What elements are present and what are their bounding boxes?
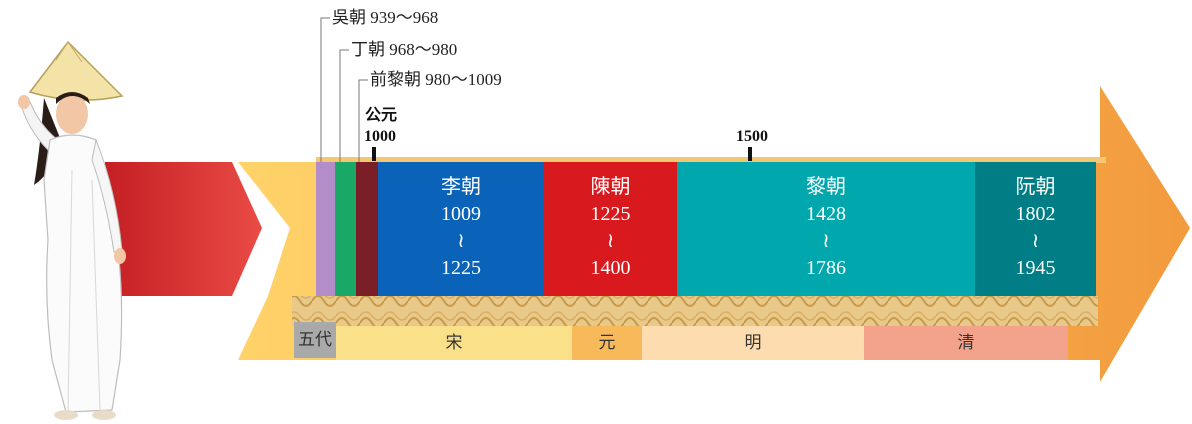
- dinh-dynasty-bar: [335, 162, 356, 296]
- china-dynasty-label: 清: [957, 333, 975, 353]
- dynasty-end: 1225: [441, 257, 481, 279]
- tick-label-1500: 1500: [736, 128, 768, 145]
- dynasty-start: 1802: [1015, 203, 1056, 225]
- era-label: 公元: [365, 105, 398, 124]
- wu-dynasty-bar: [316, 162, 335, 296]
- dynasty-sep: ≀: [1031, 230, 1040, 252]
- dynasty-name: 陳朝: [590, 176, 631, 198]
- dynasty-sep: ≀: [606, 230, 615, 252]
- nguyen-dynasty-block: 阮朝 1802 ≀ 1945: [975, 162, 1096, 296]
- callout-wu-dynasty: 吳朝 939～968: [332, 8, 439, 27]
- dynasty-end: 1400: [590, 257, 631, 279]
- dynasty-name: 阮朝: [1015, 176, 1056, 198]
- dynasty-start: 1009: [441, 203, 481, 225]
- early-le-dynasty-bar: [356, 162, 378, 296]
- dynasty-end: 1945: [1015, 257, 1056, 279]
- dynasty-name: 黎朝: [806, 176, 846, 198]
- red-arrow-tail: [105, 162, 262, 296]
- tick-label-1000: 1000: [364, 128, 396, 145]
- china-dynasty-label: 宋: [445, 333, 463, 353]
- china-qing: 清: [864, 326, 1068, 360]
- china-dynasty-label: 明: [744, 333, 762, 353]
- woman-in-ao-dai-illustration: [18, 40, 126, 420]
- callout-dinh-dynasty: 丁朝 968～980: [351, 40, 458, 59]
- dynasty-end: 1786: [806, 257, 846, 279]
- le-dynasty-block: 黎朝 1428 ≀ 1786: [677, 162, 975, 296]
- tick-1500: [748, 147, 752, 161]
- china-five-dynasties: 五代: [294, 322, 336, 358]
- tran-dynasty-block: 陳朝 1225 ≀ 1400: [544, 162, 677, 296]
- ly-dynasty-block: 李朝 1009 ≀ 1225: [378, 162, 544, 296]
- dynasty-name: 李朝: [441, 176, 481, 198]
- china-song: 宋: [336, 326, 572, 360]
- dynasty-start: 1225: [590, 203, 631, 225]
- wave-band: [292, 296, 1098, 326]
- dynasty-sep: ≀: [457, 230, 465, 252]
- dynasty-sep: ≀: [822, 230, 830, 252]
- callout-early-le-dynasty: 前黎朝 980～1009: [370, 70, 502, 89]
- china-dynasty-label: 元: [598, 333, 616, 353]
- china-ming: 明: [642, 326, 864, 360]
- china-yuan: 元: [572, 326, 642, 360]
- dynasty-start: 1428: [806, 203, 846, 225]
- china-dynasty-label: 五代: [298, 330, 332, 350]
- tick-1000: [372, 147, 376, 161]
